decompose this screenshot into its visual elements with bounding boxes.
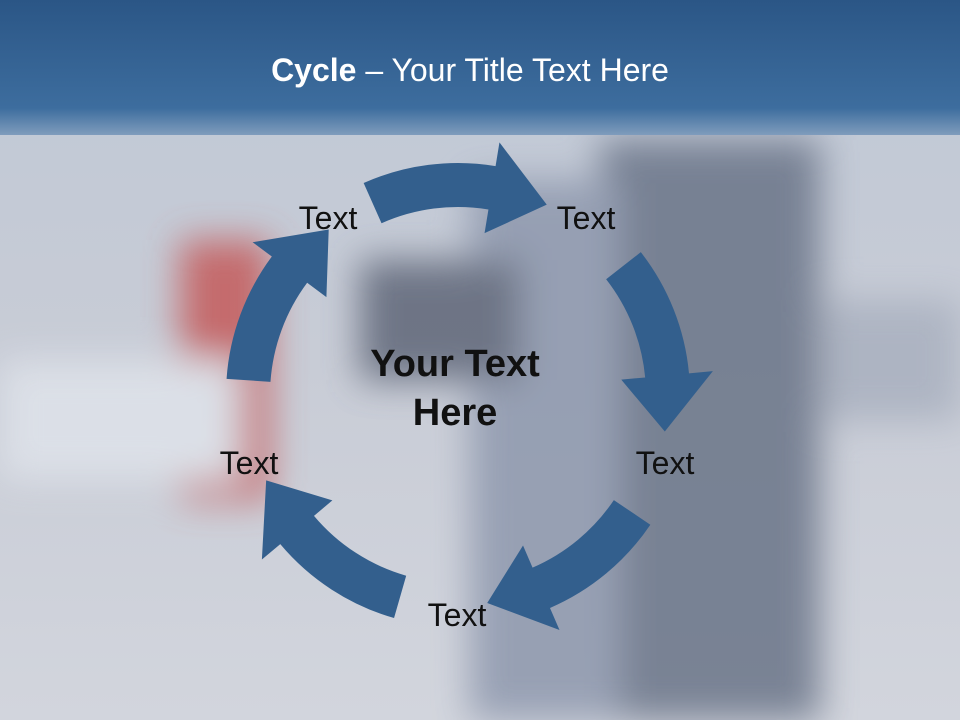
- cycle-label-4: Text: [427, 597, 487, 633]
- cycle-arrow-2: [606, 252, 713, 432]
- cycle-label-2: Text: [556, 200, 616, 236]
- title-rest-part: – Your Title Text Here: [356, 52, 669, 88]
- center-text: Your Text Here: [370, 343, 540, 435]
- cycle-arrow-3: [487, 500, 651, 631]
- cycle-label-5: Text: [219, 445, 279, 481]
- cycle-arrow-1: [363, 142, 547, 234]
- cycle-arrow-4: [261, 480, 407, 619]
- title-bold-part: Cycle: [271, 52, 357, 88]
- slide-title: Cycle – Your Title Text Here: [0, 52, 940, 89]
- cycle-label-1: Text: [298, 200, 358, 236]
- cycle-arrow-5: [226, 229, 329, 382]
- cycle-label-3: Text: [635, 445, 695, 481]
